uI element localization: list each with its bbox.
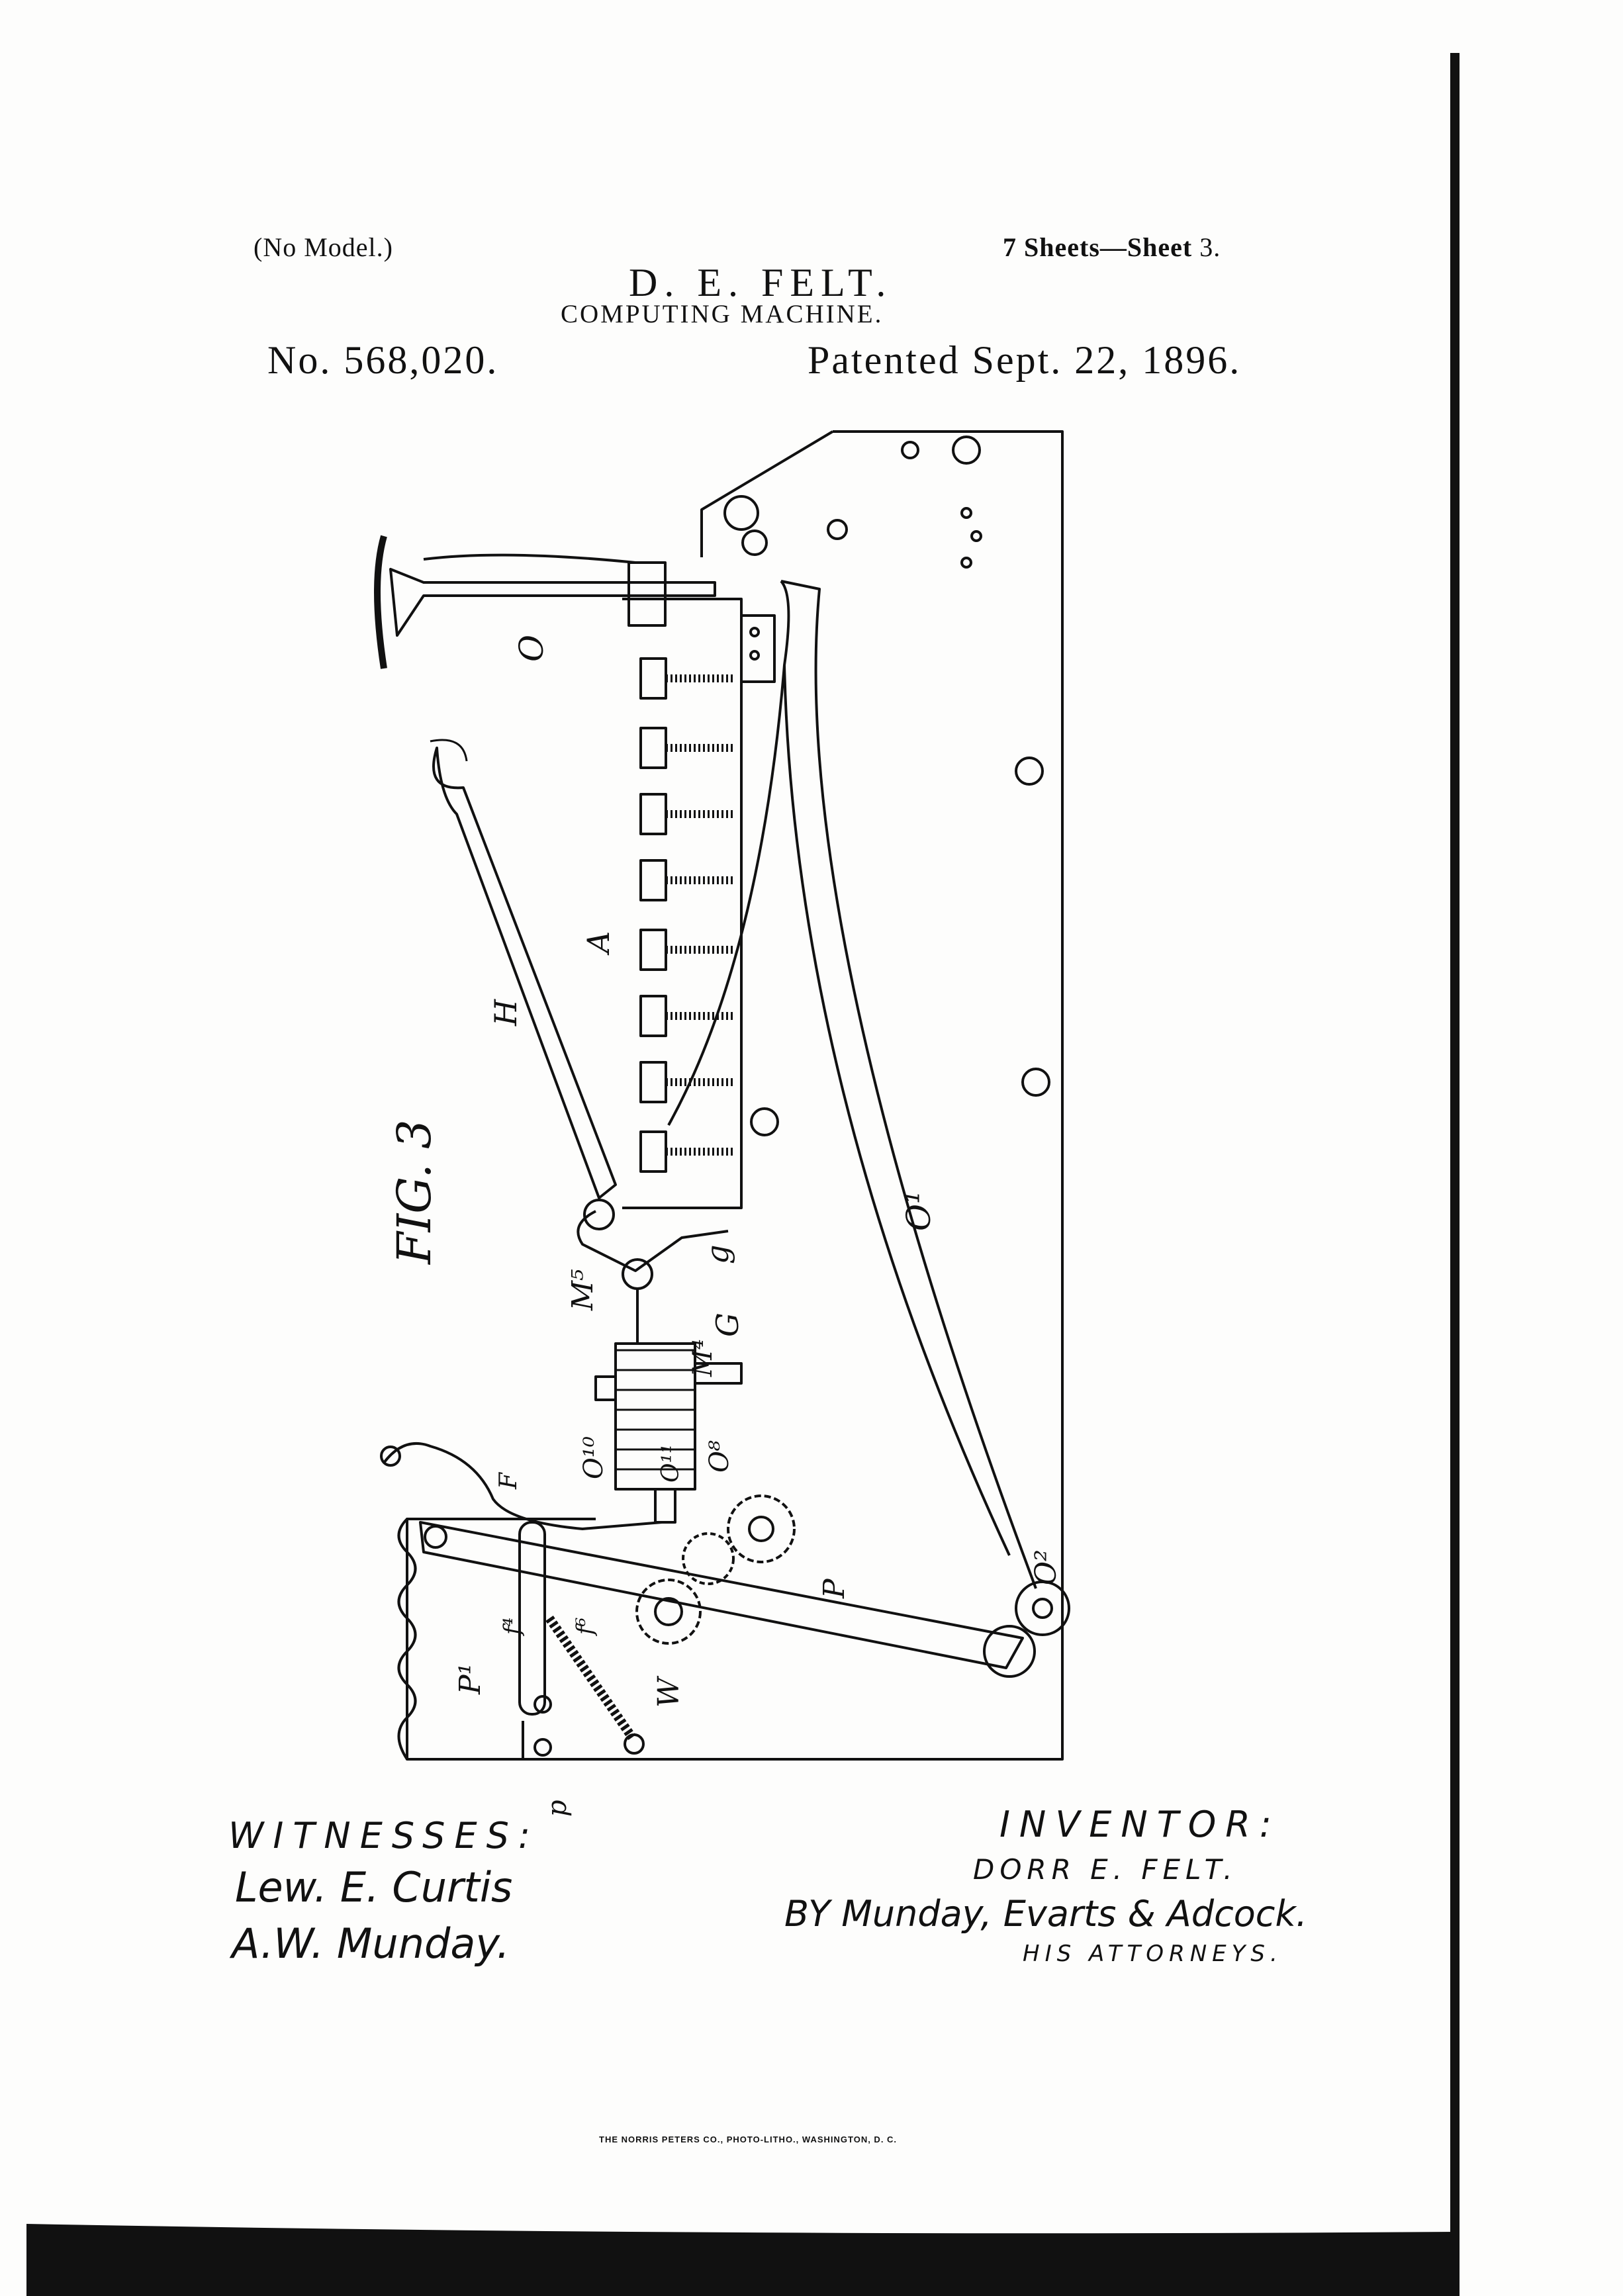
sheet-count: 7 Sheets—Sheet 3. (1003, 232, 1221, 263)
witness-signature-1: Lew. E. Curtis (235, 1863, 513, 1911)
label-g-lower: g (700, 1245, 735, 1264)
inventor-header: D. E. FELT. (629, 261, 893, 304)
key-bank-bracket (740, 614, 776, 683)
printer-credit: THE NORRIS PETERS CO., PHOTO-LITHO., WAS… (599, 2135, 898, 2144)
pin-p (533, 1738, 552, 1757)
label-m4: M⁴ (688, 1339, 718, 1377)
label-w: W (652, 1675, 686, 1708)
frame-hole-1 (901, 441, 919, 459)
frame-hole-6 (960, 557, 972, 569)
pivot-o2-boss (1015, 1581, 1070, 1636)
wheel-ribs (616, 1349, 695, 1471)
key-bank-shelf (622, 598, 743, 1209)
gear-upper (727, 1494, 796, 1563)
handle-h (432, 747, 617, 1199)
crank-o-head (374, 535, 387, 669)
sheets-label: 7 Sheets—Sheet (1003, 232, 1193, 262)
link-g-joint (622, 1258, 653, 1290)
bar-p1-pin (533, 1695, 552, 1714)
label-f4: f⁴ (499, 1618, 526, 1637)
link-g (577, 1210, 729, 1272)
spring-anchor (624, 1733, 645, 1755)
label-o11: O¹¹ (657, 1444, 684, 1483)
key-5 (639, 929, 667, 971)
bracket-screw-1 (749, 627, 760, 637)
key-2 (639, 727, 667, 769)
gear-lower-hub (654, 1597, 683, 1626)
label-g-upper: G (710, 1312, 745, 1337)
bottom-edge (26, 2224, 1455, 2296)
label-p: P (817, 1578, 851, 1599)
attorneys-signature: BY Munday, Evarts & Adcock. (784, 1893, 1307, 1935)
gear-lower (635, 1579, 702, 1645)
frame-hole-2 (952, 436, 981, 465)
label-o8: O⁸ (704, 1440, 735, 1473)
gear-upper-hub (748, 1516, 774, 1542)
label-p1: P¹ (453, 1663, 487, 1695)
trigger-f-knob (380, 1446, 401, 1467)
frame-hole-3 (827, 519, 848, 540)
lever-p-pivot (424, 1525, 447, 1549)
frame-hole-9 (750, 1107, 779, 1136)
label-a: A (580, 931, 616, 956)
crank-o-pivot (723, 495, 759, 531)
wheel-axle (694, 1362, 743, 1385)
key-7 (639, 1061, 667, 1103)
witnesses-heading: WITNESSES: (228, 1815, 540, 1857)
wheel-knob (594, 1375, 617, 1401)
key-4 (639, 859, 667, 901)
lever-p-end (983, 1625, 1036, 1678)
patent-date: Patented Sept. 22, 1896. (808, 338, 1242, 382)
label-h: H (488, 999, 524, 1027)
label-o10: O¹⁰ (579, 1436, 609, 1479)
wheel-stop (654, 1488, 676, 1524)
link-g-pivot (583, 1199, 615, 1230)
witness-signature-2: A.W. Munday. (232, 1919, 510, 1968)
label-o2: O² (1029, 1549, 1063, 1585)
key-6 (639, 995, 667, 1037)
inventor-heading: INVENTOR: (999, 1804, 1281, 1845)
sheet-number: 3. (1199, 232, 1221, 262)
crank-o-top (423, 553, 636, 564)
spring-f6 (545, 1616, 636, 1740)
frame-hole-4 (960, 507, 972, 519)
attorneys-label: HIS ATTORNEYS. (1023, 1941, 1283, 1967)
arm-outer-curve (780, 580, 1037, 1589)
key-3 (639, 793, 667, 835)
crank-o-collar (627, 561, 667, 627)
crank-o-arm (389, 568, 716, 637)
pivot-o2 (1032, 1598, 1053, 1619)
label-m5: M⁵ (566, 1269, 600, 1311)
machine-frame (406, 430, 1064, 1761)
inventor-signature: DORR E. FELT. (973, 1853, 1238, 1886)
patent-number: No. 568,020. (267, 338, 499, 382)
label-o: O (512, 635, 551, 662)
gear-mid (682, 1532, 735, 1585)
key-8 (639, 1130, 667, 1173)
no-model-label: (No Model.) (254, 232, 393, 262)
bracket-screw-2 (749, 650, 760, 661)
arm-mid-curve (783, 665, 1011, 1556)
frame-hole-5 (970, 530, 982, 542)
label-f6: f⁶ (572, 1618, 598, 1637)
frame-hole-7 (1015, 757, 1044, 786)
key-1 (639, 657, 667, 700)
lever-p (419, 1521, 1024, 1669)
frame-top-edge (700, 430, 834, 557)
label-o1: O¹ (900, 1191, 938, 1231)
frame-fluted-edge (397, 1518, 417, 1761)
label-f: F (495, 1471, 522, 1490)
bar-p1 (518, 1521, 546, 1716)
trigger-f (383, 1442, 663, 1530)
figure-labels: FIG. 3 O A H O¹ g G M⁵ M⁴ O¹⁰ O¹¹ O⁸ F f… (387, 635, 1063, 1817)
label-p-lower: p (542, 1800, 573, 1817)
frame-hole-8 (1021, 1068, 1050, 1097)
figure-caption: FIG. 3 (387, 1119, 441, 1265)
key-row (639, 657, 735, 1173)
crank-o-pivot-2 (741, 529, 768, 556)
invention-title: COMPUTING MACHINE. (561, 300, 884, 328)
arm-inner-curve (667, 580, 790, 1126)
